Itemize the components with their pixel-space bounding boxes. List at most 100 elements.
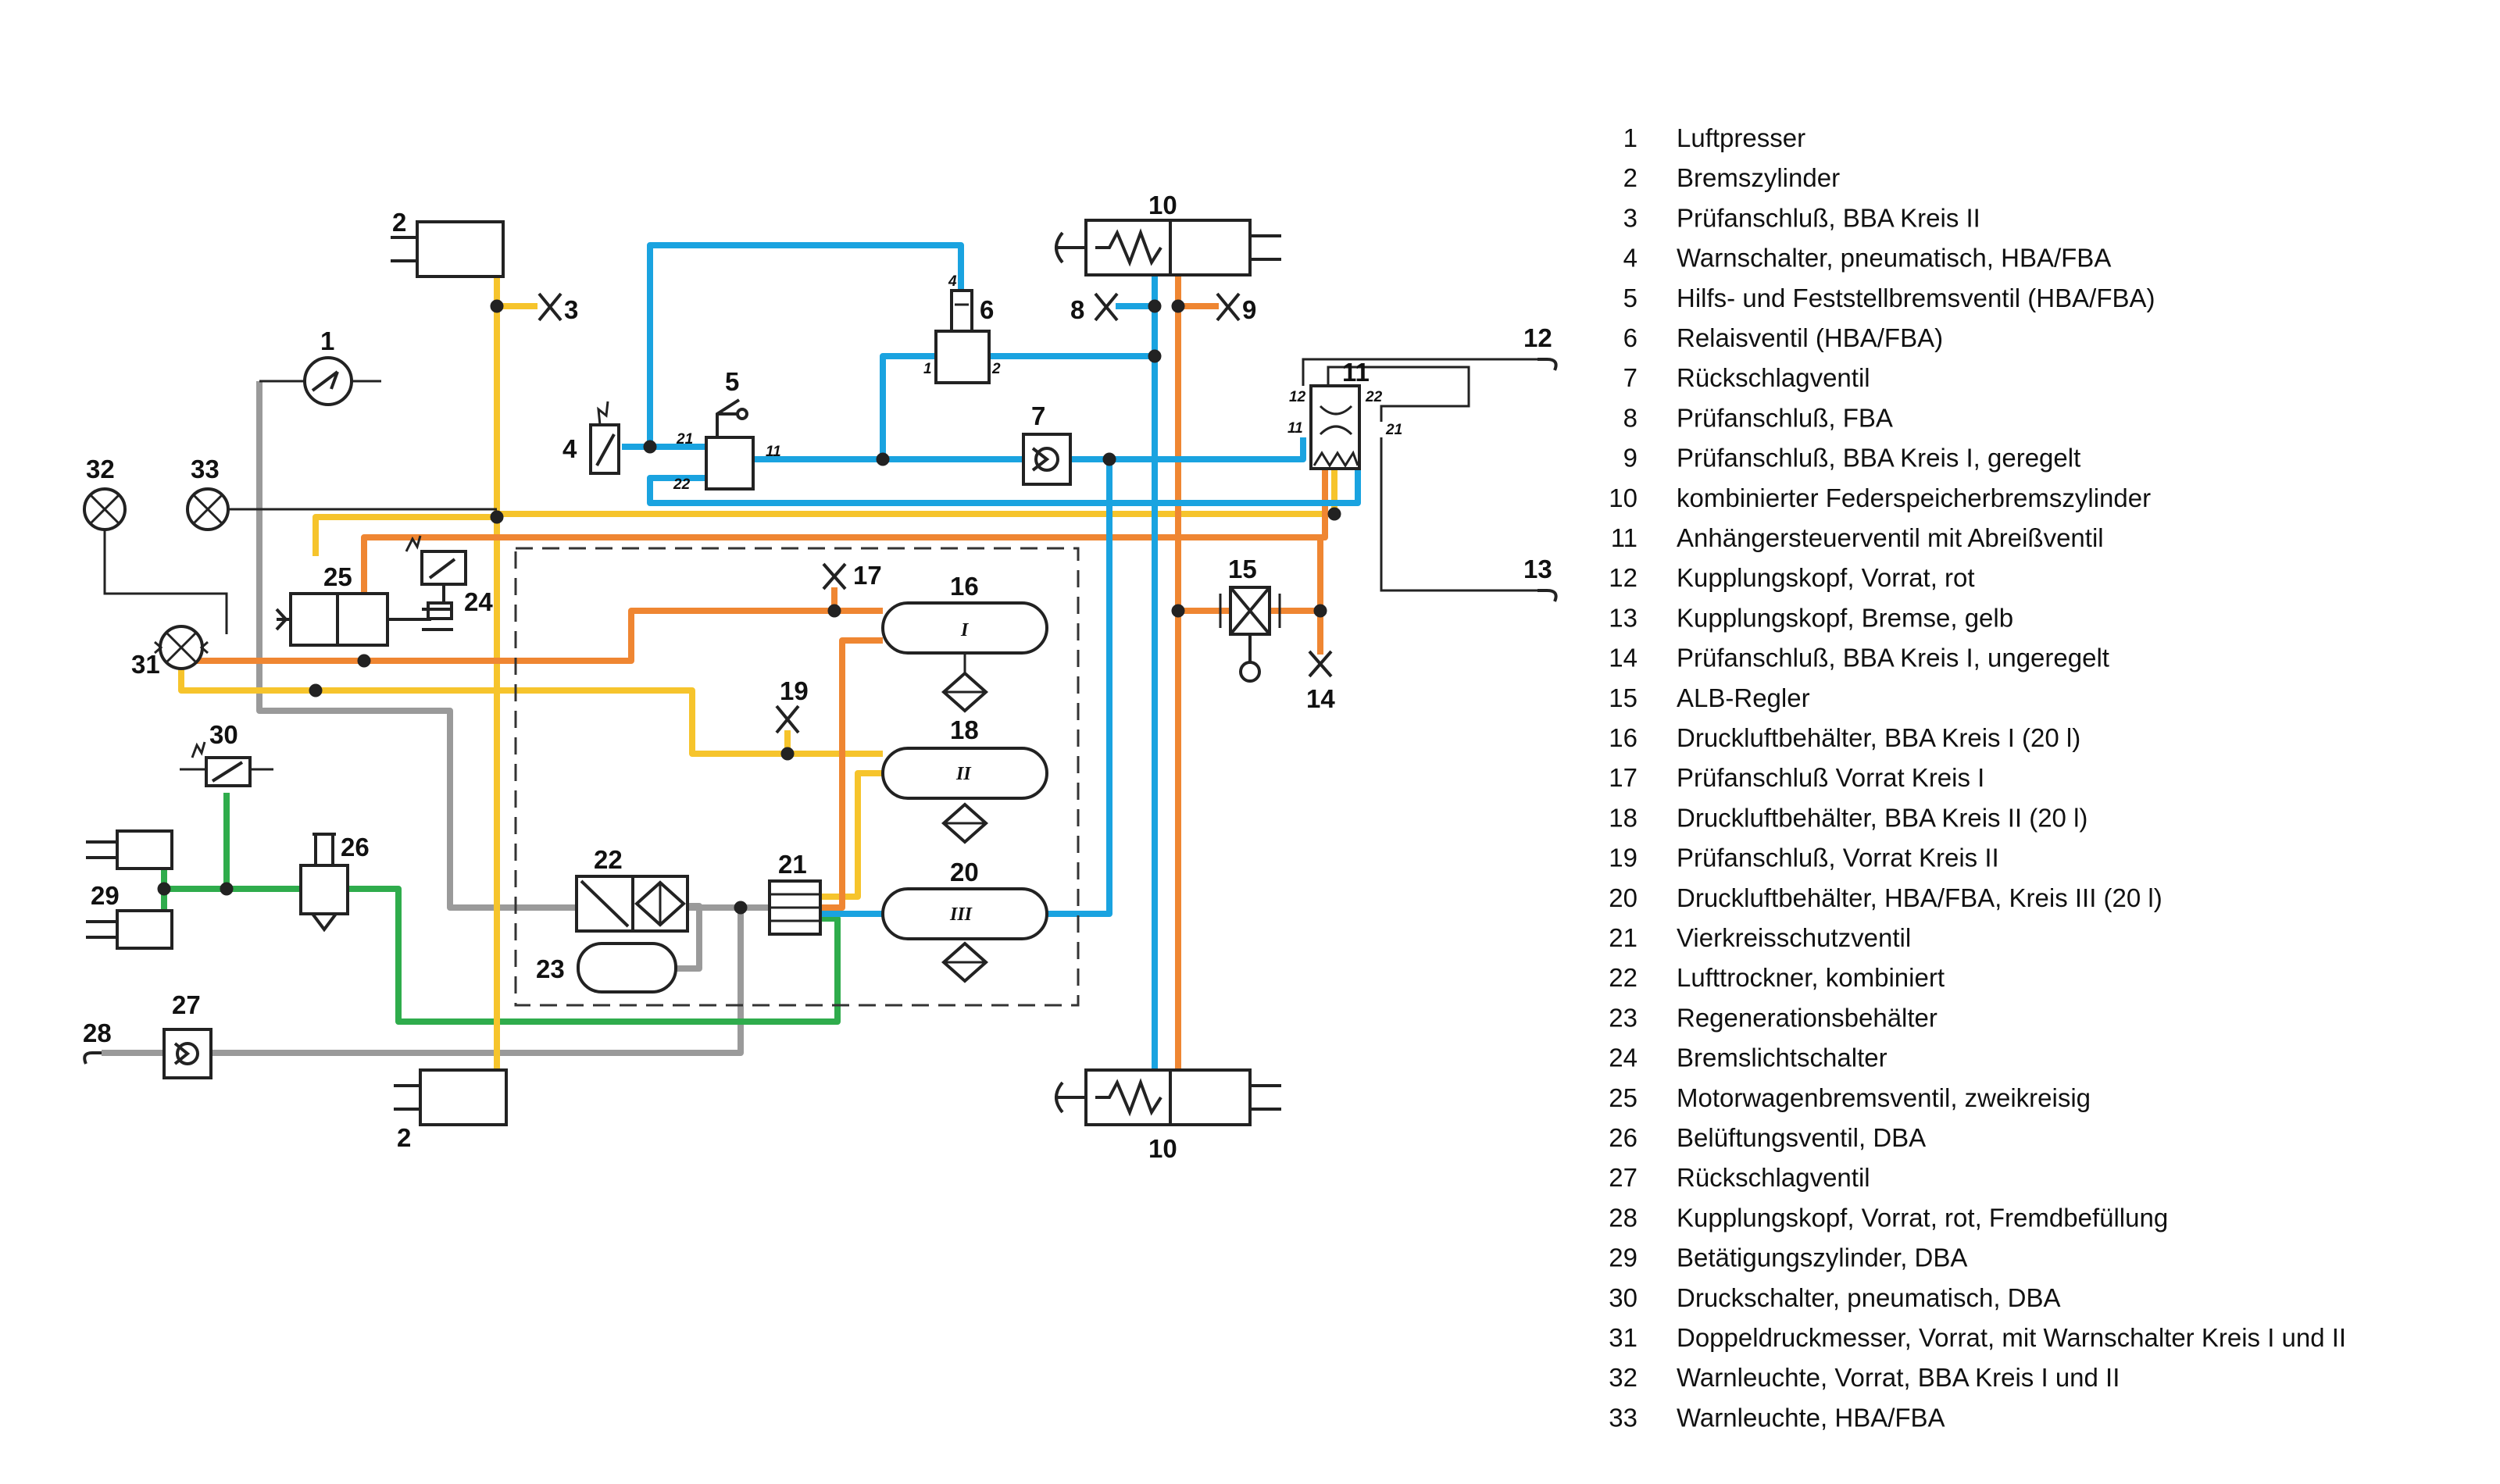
junction	[1102, 452, 1116, 466]
port-handvalve-22: 22	[673, 476, 691, 493]
test-connection-19[interactable]	[775, 705, 800, 734]
legend-number: 8	[1623, 403, 1638, 432]
label-8: 8	[1070, 295, 1084, 324]
alb-regulator-15[interactable]	[1219, 586, 1281, 683]
check-valve-27[interactable]	[162, 1028, 212, 1079]
air-dryer-22[interactable]	[575, 875, 689, 933]
brake-light-switch-24[interactable]	[405, 535, 467, 620]
label-16: 16	[950, 572, 979, 601]
label-31: 31	[131, 650, 160, 679]
pipe-junctions	[157, 299, 1341, 915]
port-relay-4: 4	[948, 273, 957, 290]
brake-valve-25[interactable]	[275, 592, 453, 647]
legend-number: 4	[1623, 244, 1638, 273]
legend-text: Kupplungskopf, Bremse, gelb	[1677, 603, 2013, 632]
tank-18-mark: II	[955, 764, 972, 784]
coupling-head-12[interactable]	[1538, 358, 1558, 371]
test-connection-8[interactable]	[1094, 292, 1119, 322]
legend-number: 29	[1609, 1243, 1638, 1272]
legend-number: 26	[1609, 1123, 1638, 1152]
coupling-head-13[interactable]	[1538, 589, 1558, 602]
actuator-cylinder-29-top[interactable]	[86, 829, 173, 870]
label-29: 29	[91, 881, 120, 910]
relay-valve-6[interactable]	[934, 289, 991, 384]
legend-text: Lufttrockner, kombiniert	[1677, 963, 1945, 992]
port-relay-1: 1	[923, 361, 932, 377]
pressure-switch-30[interactable]	[191, 741, 252, 787]
test-connection-17[interactable]	[822, 562, 847, 590]
trailer-control-valve-11[interactable]	[1309, 384, 1361, 470]
brake-cylinder-2-top[interactable]	[391, 220, 505, 278]
inflation-valve-26[interactable]	[299, 833, 349, 933]
legend-text: Betätigungszylinder, DBA	[1677, 1243, 1967, 1272]
legend-text: Belüftungsventil, DBA	[1677, 1123, 1926, 1152]
legend-number: 23	[1609, 1003, 1638, 1032]
label-22: 22	[594, 845, 623, 874]
port-trailer-22: 22	[1365, 389, 1383, 405]
junction	[357, 654, 371, 668]
pipes-gray	[102, 381, 770, 1056]
label-5: 5	[725, 367, 739, 396]
dual-pressure-gauge-31[interactable]	[154, 625, 209, 670]
check-valve-7[interactable]	[1022, 433, 1072, 486]
actuator-cylinder-29-bottom[interactable]	[86, 909, 173, 950]
label-10-bottom: 10	[1148, 1134, 1177, 1163]
hand-brake-valve-5[interactable]	[705, 398, 755, 491]
regeneration-tank-23[interactable]	[577, 942, 677, 993]
legend-text: Druckluftbehälter, HBA/FBA, Kreis III (2…	[1677, 883, 2162, 912]
legend-text: Relaisventil (HBA/FBA)	[1677, 323, 1943, 352]
legend-text: Warnleuchte, Vorrat, BBA Kreis I und II	[1677, 1363, 2120, 1392]
legend-text: Rückschlagventil	[1677, 1163, 1870, 1192]
label-9: 9	[1242, 295, 1256, 324]
label-13: 13	[1523, 555, 1552, 583]
port-trailer-21: 21	[1385, 422, 1402, 438]
spring-brake-cylinder-10-top[interactable]	[1055, 219, 1281, 276]
legend-item: 29 Betätigungszylinder, DBA	[1609, 1243, 1967, 1272]
air-tank-20[interactable]	[881, 887, 1048, 983]
warning-switch-4[interactable]	[589, 401, 620, 475]
test-connection-3[interactable]	[538, 292, 562, 322]
legend-text: Prüfanschluß, Vorrat Kreis II	[1677, 844, 1999, 872]
label-6: 6	[980, 295, 994, 324]
legend-number: 6	[1623, 323, 1638, 352]
junction	[490, 299, 504, 313]
test-connection-14[interactable]	[1308, 650, 1333, 678]
pipes-yellow	[178, 261, 1338, 1072]
junction	[643, 440, 657, 454]
label-12: 12	[1523, 323, 1552, 352]
port-trailer-12: 12	[1289, 389, 1306, 405]
spring-brake-cylinder-10-bottom[interactable]	[1055, 1068, 1281, 1126]
air-tank-18[interactable]	[881, 747, 1048, 844]
warning-lamp-33[interactable]	[186, 487, 230, 531]
label-19: 19	[780, 676, 809, 705]
supply-unit-boundary	[514, 547, 1080, 1007]
legend-text: Druckluftbehälter, BBA Kreis II (20 l)	[1677, 803, 2088, 832]
pipes-blue	[622, 241, 1361, 1079]
brake-cylinder-2-bottom[interactable]	[394, 1068, 508, 1126]
pipe-gray-checkvalve-to-protection	[211, 904, 770, 1056]
junction	[1313, 604, 1327, 618]
legend-text: Druckschalter, pneumatisch, DBA	[1677, 1283, 2061, 1312]
compressor-1[interactable]	[303, 356, 381, 406]
test-connection-9[interactable]	[1216, 292, 1241, 322]
warning-lamp-32[interactable]	[83, 487, 127, 531]
coupling-head-28[interactable]	[83, 1051, 102, 1065]
four-circuit-protection-valve-21[interactable]	[768, 879, 822, 936]
legend-text: Vierkreisschutzventil	[1677, 923, 1911, 952]
air-tank-16[interactable]	[881, 601, 1048, 713]
pipe-orange-tank16-to-protection	[820, 637, 883, 911]
legend-number: 31	[1609, 1323, 1638, 1352]
label-30: 30	[209, 720, 238, 749]
